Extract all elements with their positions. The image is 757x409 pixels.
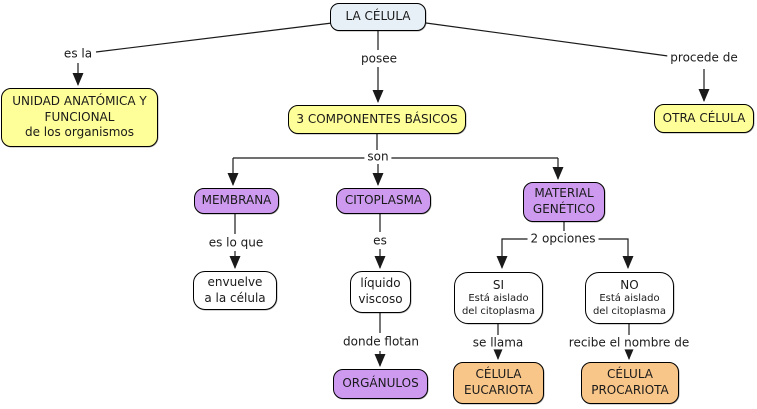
edge-cell-procede	[425, 22, 669, 57]
link-label-posee[interactable]: posee	[358, 52, 400, 66]
node-organulos[interactable]: ORGÁNULOS	[333, 369, 428, 399]
node-otra-celula[interactable]: OTRA CÉLULA	[654, 104, 754, 133]
link-label-es-lo-que[interactable]: es lo que	[205, 236, 267, 250]
edge-cell-esla	[95, 22, 333, 53]
node-material-genetico[interactable]: MATERIAL GENÉTICO	[523, 182, 605, 222]
node-celula-procariota[interactable]: CÉLULA PROCARIOTA	[581, 362, 679, 404]
node-citoplasma[interactable]: CITOPLASMA	[336, 188, 431, 214]
node-no-title: NO	[620, 277, 639, 292]
link-label-es[interactable]: es	[370, 234, 390, 248]
node-envuelve[interactable]: envuelve a la célula	[193, 271, 277, 310]
link-label-se-llama[interactable]: se llama	[469, 336, 527, 350]
link-label-donde-flotan[interactable]: donde flotan	[340, 335, 422, 349]
node-3-componentes[interactable]: 3 COMPONENTES BÁSICOS	[288, 105, 466, 134]
node-la-celula[interactable]: LA CÉLULA	[330, 3, 426, 31]
node-celula-eucariota[interactable]: CÉLULA EUCARIOTA	[453, 362, 544, 404]
link-label-2-opciones[interactable]: 2 opciones	[527, 232, 599, 246]
node-no[interactable]: NO Está aislado del citoplasma	[585, 272, 674, 324]
node-si[interactable]: SI Está aislado del citoplasma	[454, 272, 543, 324]
node-membrana[interactable]: MEMBRANA	[194, 188, 279, 214]
node-no-subtitle: Está aislado del citoplasma	[592, 293, 667, 318]
link-label-recibe-el-nombre-de[interactable]: recibe el nombre de	[565, 336, 693, 350]
link-label-es-la[interactable]: es la	[60, 47, 96, 61]
link-label-procede-de[interactable]: procede de	[667, 51, 741, 65]
node-liquido-viscoso[interactable]: líquido viscoso	[350, 271, 411, 313]
node-si-subtitle: Está aislado del citoplasma	[461, 293, 536, 318]
link-label-son[interactable]: son	[364, 150, 392, 164]
node-unidad-anatomica[interactable]: UNIDAD ANATÓMICA Y FUNCIONAL de los orga…	[1, 88, 158, 147]
node-si-title: SI	[492, 277, 505, 292]
